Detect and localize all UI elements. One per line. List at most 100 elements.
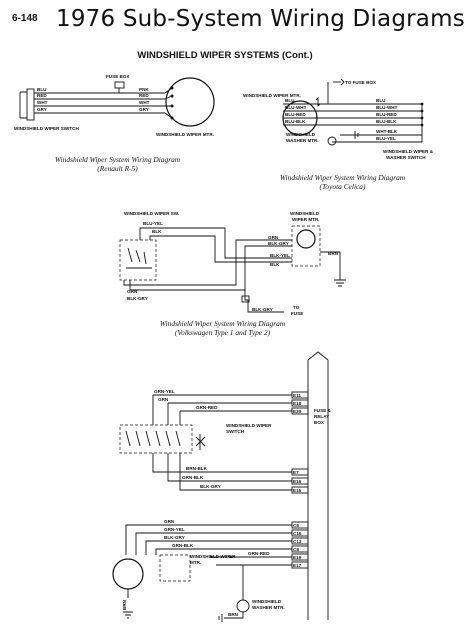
relay-terminal-label: E18 (293, 401, 302, 406)
toyota-ground-symbol (315, 96, 321, 108)
relay-terminal-label: E15 (293, 488, 302, 493)
renault-switch (26, 88, 35, 121)
toyota-wire-label: BLU-YEL (376, 136, 396, 141)
vw-fuse-wire-label: BLK-GRY (252, 307, 273, 312)
vw-motor-leads (268, 239, 292, 263)
renault-wiper-motor (165, 77, 215, 127)
relay-washer-label-2: WASHER MTR. (252, 605, 285, 610)
relay-terminal-label: C16 (293, 531, 302, 536)
relay-diagram: FUSE & RELAY BOX E11 E18 E20 GRN-YEL GRN… (112, 351, 332, 622)
relay-motor-box (159, 554, 191, 582)
toyota-wire-label: BLU-WHT (376, 105, 398, 110)
renault-wire-label: RED (37, 93, 47, 98)
relay-wire-label: GRN (158, 397, 169, 402)
toyota-wire-label: BLU (285, 98, 295, 103)
relay-wires-motor (210, 556, 292, 566)
vw-switch-box (119, 239, 157, 281)
renault-caption-line2: (Renault R-5) (97, 164, 138, 173)
relay-wiper-motor (112, 558, 144, 590)
vw-motor-label-2: WIPER MTR. (292, 217, 320, 222)
relay-wires-mid (152, 453, 292, 491)
vw-motor-label-1: WINDSHIELD (290, 211, 320, 216)
toyota-wire-label: BLU-RED (285, 112, 306, 117)
relay-box-label-1: FUSE & (314, 408, 332, 413)
vw-to-fuse-label-1: TO (293, 305, 300, 310)
relay-box-label-3: BOX (314, 420, 325, 425)
vw-wire-brn (320, 251, 341, 280)
relay-wire-brn-label: BRN (122, 599, 127, 610)
vw-wire-grn (123, 239, 268, 286)
vw-wire-brn-label: BRN (328, 251, 339, 256)
relay-washer-ground-lead (224, 612, 244, 619)
renault-wire-label: GRY (139, 107, 149, 112)
vw-caption-line1: Windshield Wiper System Wiring Diagram (159, 319, 286, 328)
renault-terminal (170, 94, 174, 98)
renault-wire-label: PNK (139, 87, 149, 92)
toyota-washer-label-1: WINDSHIELD (286, 132, 316, 137)
renault-caption: Windshield Wiper System Wiring Diagram (… (30, 155, 205, 173)
renault-wire-label: RED (139, 93, 149, 98)
ground-symbol (123, 611, 133, 619)
relay-wires-upper (153, 394, 292, 412)
toyota-terminal (420, 123, 424, 127)
toyota-wire-label: BLU-WHT (285, 105, 307, 110)
vw-wire-label: BLK (270, 262, 280, 267)
relay-wire-label: GRN (164, 519, 175, 524)
relay-motor-label-1: WINDSHIELD WIPER (190, 554, 236, 559)
vw-wire-label: BLK-YEL (270, 253, 290, 258)
renault-motor-label: WINDSHIELD WIPER MTR. (156, 132, 214, 137)
vw-ground-symbol (334, 279, 346, 287)
relay-terminal-label: E19 (293, 555, 302, 560)
toyota-wire-label: BLU-BLK (285, 119, 306, 124)
relay-box-outline (307, 360, 329, 620)
renault-fuse-box (114, 81, 125, 89)
page-title: 1976 Sub-System Wiring Diagrams (56, 6, 465, 32)
relay-switch-label-2: SWITCH (226, 429, 245, 434)
relay-wires-lower (125, 524, 292, 555)
relay-switch-symbol (195, 434, 206, 450)
toyota-washer-label-2: WASHER MTR. (286, 138, 319, 143)
relay-washer-label-1: WINDSHIELD (252, 599, 282, 604)
vw-wire-blu-yel (149, 235, 268, 263)
vw-wire-label: GRN (268, 235, 279, 240)
toyota-wire-label: BLU (376, 98, 386, 103)
toyota-washer-motor (327, 136, 337, 146)
relay-terminal-label: E11 (293, 393, 301, 398)
relay-box-top (307, 351, 329, 361)
toyota-caption: Windshield Wiper System Wiring Diagram (… (255, 173, 430, 191)
relay-terminal-label: E20 (293, 409, 302, 414)
relay-terminal-label: E17 (293, 563, 302, 568)
toyota-motor-label: WINDSHIELD WIPER MTR. (243, 93, 301, 98)
relay-switch-box (119, 424, 193, 454)
vw-to-fuse-label-2: FUSE (291, 311, 303, 316)
toyota-caption-line1: Windshield Wiper System Wiring Diagram (279, 173, 406, 182)
relay-terminal-label: E7 (293, 470, 299, 475)
toyota-washer-leads (332, 134, 422, 143)
renault-harness (34, 92, 165, 114)
relay-box-label-2: RELAY (314, 414, 329, 419)
relay-switch-contacts (125, 430, 181, 447)
vw-wire-label: BLU-YEL (143, 221, 163, 226)
vw-wire-label: BLK-GRY (127, 296, 148, 301)
relay-wire-label: GRN-BLK (182, 475, 204, 480)
vw-motor-box (291, 225, 321, 267)
vw-switch-label: WINDSHIELD WIPER SW. (124, 211, 179, 216)
toyota-diagram: TO FUSE BOX WINDSHIELD WIPER MTR. BLU BL… (243, 78, 434, 160)
relay-terminal-label: E16 (293, 479, 302, 484)
toyota-harness (283, 103, 422, 126)
toyota-fuse-arrowhead (340, 78, 345, 86)
toyota-terminal (420, 116, 424, 120)
vw-fuse (241, 295, 250, 303)
relay-wire-label: BLK-GRY (164, 535, 185, 540)
relay-washer-motor (236, 599, 250, 613)
toyota-wire-label: WHT-BLK (376, 129, 398, 134)
relay-terminal-label: C13 (293, 539, 302, 544)
toyota-wire-label: BLU-RED (376, 112, 397, 117)
wiring-diagrams: FUSE BOX BLU RED WHT GRY PNK RED WHT GRY… (14, 74, 434, 622)
renault-wire-label: WHT (37, 100, 48, 105)
relay-motor-label-2: MTR. (190, 560, 201, 565)
relay-wire-brn-label: BRN (228, 612, 239, 617)
relay-wire-label: BRN-BLK (186, 466, 208, 471)
relay-wire-label: BLK-GRY (200, 484, 221, 489)
relay-wire-label: GRN-YEL (154, 389, 175, 394)
